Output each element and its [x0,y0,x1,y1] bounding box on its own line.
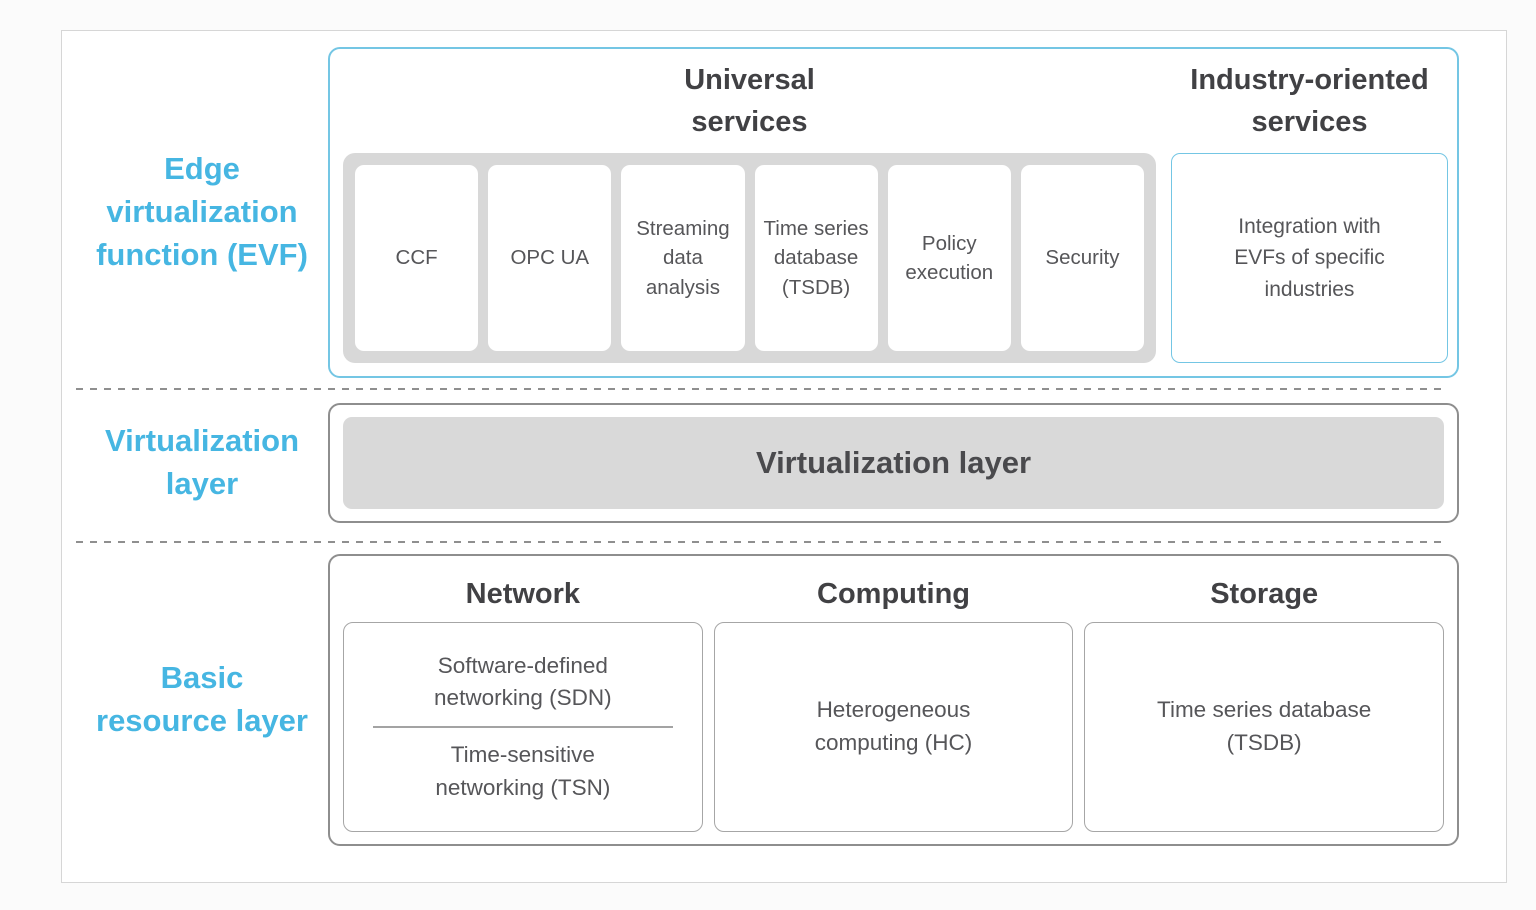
industry-integration-box: Integration with EVFs of specific indust… [1171,153,1448,363]
basic-resource-section-box: Network Software-defined networking (SDN… [328,554,1459,846]
column-computing: Computing Heterogeneous computing (HC) [713,566,1074,832]
tsdb-label: Time series database (TSDB) [1157,697,1372,755]
storage-column-title: Storage [1210,577,1319,610]
network-divider-line [372,726,674,728]
column-network: Network Software-defined networking (SDN… [343,566,703,832]
universal-services-title: Universal services [684,63,815,138]
service-box-ccf: CCF [355,165,479,351]
evf-section-box: Universal services Industry-oriented ser… [328,47,1459,378]
computing-column-title: Computing [817,577,971,610]
universal-services-tray: CCF OPC UA Streaming data analysis Time … [343,153,1156,363]
tsn-label: Time-sensitive networking (TSN) [435,742,611,800]
storage-resources-box: Time series database (TSDB) [1084,622,1445,832]
label-basic-resource-layer: Basic resource layer [96,660,308,738]
service-box-policy-execution: Policy execution [887,165,1011,351]
sdn-label: Software-defined networking (SDN) [434,652,612,711]
service-box-opc-ua: OPC UA [488,165,612,351]
dashed-divider-bottom [76,541,1447,543]
industry-services-title: Industry-oriented services [1190,63,1429,138]
computing-resources-box: Heterogeneous computing (HC) [713,622,1074,832]
column-storage: Storage Time series database (TSDB) [1084,566,1445,832]
service-box-streaming-data-analysis: Streaming data analysis [621,165,745,351]
service-box-security: Security [1020,165,1145,351]
service-box-time-series-database: Time series database (TSDB) [754,165,878,351]
label-edge-virtualization-function: Edge virtualization function (EVF) [96,151,308,272]
virtualization-section-box: Virtualization layer [328,403,1459,523]
label-virtualization-layer: Virtualization layer [104,423,300,501]
dashed-divider-top [76,388,1447,390]
virtualization-inner-box: Virtualization layer [343,417,1444,509]
network-column-title: Network [465,577,581,610]
hc-label: Heterogeneous computing (HC) [814,697,973,755]
diagram-frame: Edge virtualization function (EVF) Virtu… [61,30,1507,883]
network-resources-box: Software-defined networking (SDN) Time-s… [343,622,703,832]
